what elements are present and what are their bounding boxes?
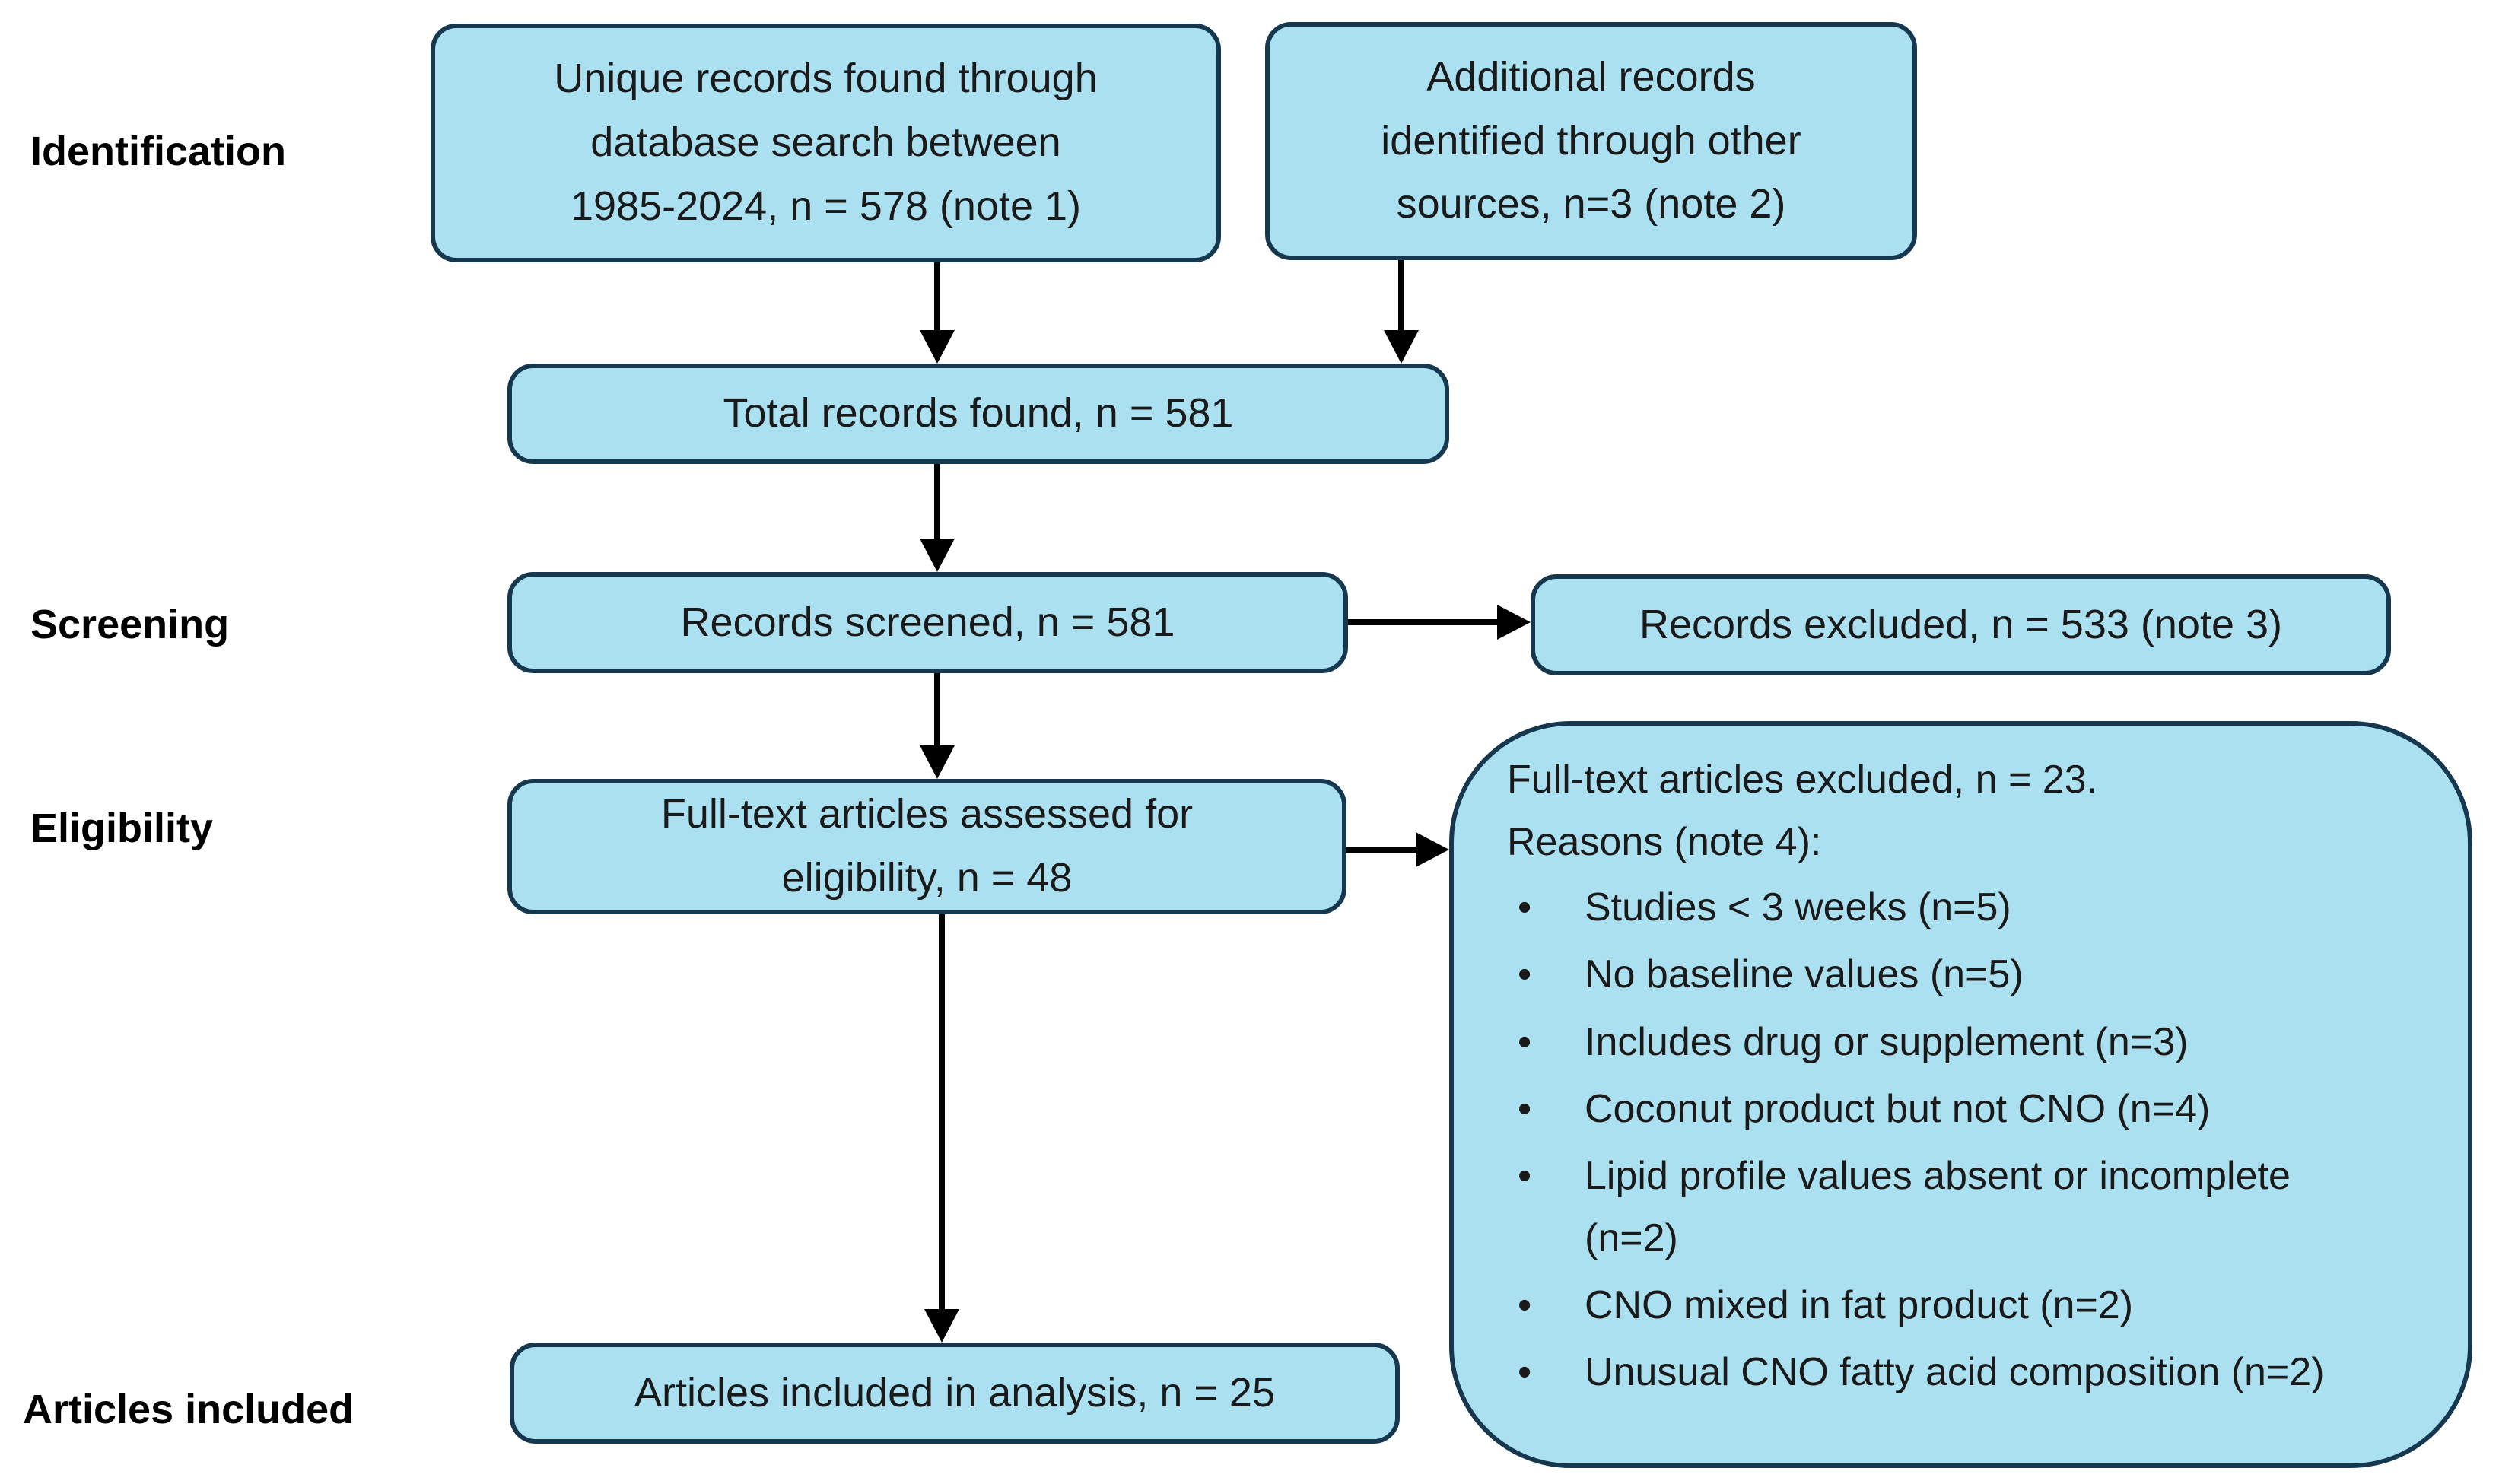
box-records-screened: Records screened, n = 581 [507,572,1348,673]
bullet-icon: • [1518,885,1532,930]
exclusion-reason-text: Studies < 3 weeks (n=5) [1585,885,2011,930]
box-fulltext-assessed: Full-text articles assessed for eligibil… [507,779,1346,914]
box-total-records-text: Total records found, n = 581 [723,390,1234,437]
box-articles-included-text: Articles included in analysis, n = 25 [634,1369,1275,1416]
stage-label-identification: Identification [30,129,286,174]
arrow-head-right-icon [1416,832,1449,867]
arrow-shaft [1348,619,1500,625]
arrow-shaft [1346,847,1419,853]
exclusion-reason-text: CNO mixed in fat product (n=2) [1585,1283,2134,1328]
exclusion-reason-text: Includes drug or supplement (n=3) [1585,1019,2189,1064]
box-records-screened-text: Records screened, n = 581 [680,599,1175,645]
box-records-excluded-text: Records excluded, n = 533 (note 3) [1639,601,2282,647]
arrow-head-down-icon [920,745,955,779]
exclusion-reason-text: No baseline values (n=5) [1585,952,2024,997]
arrow-shaft [934,673,940,748]
exclusion-reason-item: • Lipid profile values absent or incompl… [1507,1145,2426,1270]
bullet-icon: • [1518,1019,1532,1064]
arrow-shaft [934,464,940,542]
bullet-icon: • [1518,1153,1532,1198]
box-unique-records-text: Unique records found through database se… [554,56,1098,229]
exclusion-reason-text: Coconut product but not CNO (n=4) [1585,1086,2211,1131]
arrow-head-down-icon [920,330,955,364]
exclusion-reason-item: • CNO mixed in fat product (n=2) [1507,1274,2426,1336]
exclusion-reason-item: • No baseline values (n=5) [1507,943,2426,1006]
box-records-excluded: Records excluded, n = 533 (note 3) [1531,574,2391,675]
box-additional-records: Additional records identified through ot… [1265,22,1917,260]
exclusion-reason-item: • Unusual CNO fatty acid composition (n=… [1507,1341,2426,1403]
arrow-unique-to-total [920,262,955,364]
bullet-icon: • [1518,1350,1532,1395]
exclusion-reason-item: • Coconut product but not CNO (n=4) [1507,1078,2426,1140]
box-fulltext-excluded-heading: Full-text articles excluded, n = 23. Rea… [1507,758,2098,865]
arrow-additional-to-total [1384,260,1419,364]
box-total-records: Total records found, n = 581 [507,364,1449,464]
box-fulltext-assessed-text: Full-text articles assessed for eligibil… [660,791,1194,901]
arrow-head-down-icon [924,1309,959,1343]
bullet-icon: • [1518,952,1532,997]
arrow-shaft [1398,260,1404,333]
exclusion-reason-text: Unusual CNO fatty acid composition (n=2) [1585,1350,2325,1395]
arrow-head-right-icon [1497,605,1531,640]
arrow-head-down-icon [1384,330,1419,364]
exclusion-reason-text: Lipid profile values absent or incomplet… [1585,1153,2291,1261]
box-fulltext-excluded: Full-text articles excluded, n = 23. Rea… [1449,721,2472,1468]
box-unique-records: Unique records found through database se… [431,24,1221,262]
stage-label-eligibility: Eligibility [30,806,214,851]
bullet-icon: • [1518,1086,1532,1131]
arrow-shaft [934,262,940,333]
arrow-screened-to-assessed [920,673,955,779]
arrow-assessed-to-included [924,914,959,1343]
exclusion-reason-item: • Studies < 3 weeks (n=5) [1507,876,2426,939]
arrow-screened-to-excluded [1348,605,1531,640]
arrow-head-down-icon [920,539,955,572]
arrow-total-to-screened [920,464,955,572]
bullet-icon: • [1518,1283,1532,1328]
exclusion-reason-item: • Includes drug or supplement (n=3) [1507,1011,2426,1073]
stage-label-screening: Screening [30,602,230,647]
arrow-shaft [939,914,945,1312]
arrow-assessed-to-excluded [1346,832,1449,867]
box-additional-records-text: Additional records identified through ot… [1381,53,1801,227]
stage-label-articles-included: Articles included [23,1387,355,1432]
box-articles-included: Articles included in analysis, n = 25 [510,1343,1400,1444]
